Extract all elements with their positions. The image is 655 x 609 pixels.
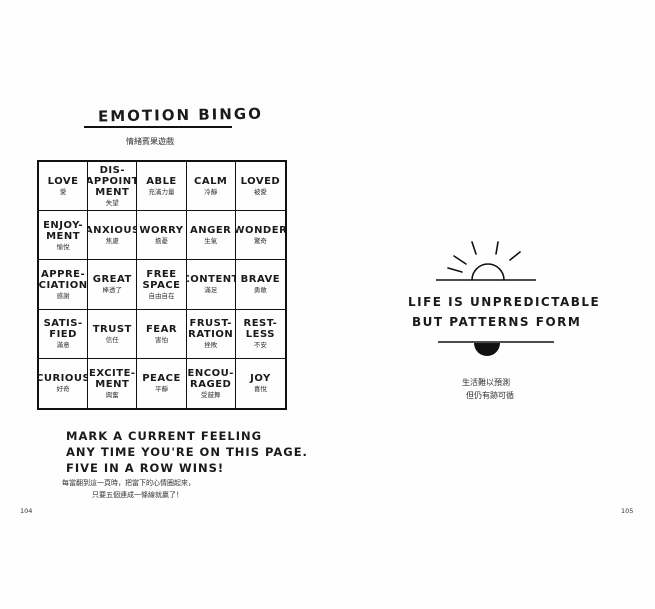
bingo-cell-emotion: ANGER (190, 225, 232, 237)
bingo-cell-emotion: BRAVE (240, 274, 281, 286)
bingo-cell-emotion: CURIOUS (39, 373, 89, 385)
bingo-cell-emotion: SATIS- FIED (43, 318, 83, 341)
bingo-cell-emotion: JOY (250, 373, 271, 385)
bingo-cell-emotion: CONTENT (187, 274, 235, 286)
bingo-cell-translation: 愉悅 (56, 242, 70, 251)
bingo-cell-translation: 信任 (105, 335, 119, 344)
bingo-cell-translation: 焦慮 (105, 237, 119, 246)
bingo-cell-translation: 勇敢 (253, 286, 267, 295)
bingo-cell-translation: 愛 (59, 188, 67, 197)
bingo-cell-emotion: FRUST- RATION (188, 318, 234, 341)
bingo-cell-emotion: REST- LESS (243, 318, 278, 341)
bingo-cell-translation: 生氣 (204, 237, 218, 246)
bingo-cell-emotion: APPRE- CIATION (39, 268, 88, 291)
page-title: EMOTION BINGO (97, 104, 264, 126)
bingo-cell-translation: 不安 (253, 341, 267, 350)
bingo-cell-emotion: DIS- APPOINT MENT (88, 165, 138, 199)
quote: LIFE IS UNPREDICTABLE BUT PATTERNS FORM (408, 292, 600, 332)
instructions-zh-line-1: 每當翻到這一頁時，把當下的心情圈起來， (62, 479, 195, 487)
bingo-cell-emotion: GREAT (92, 274, 132, 286)
title-underline (84, 126, 232, 128)
bingo-cell-emotion: ENJOY- MENT (43, 219, 84, 242)
page-number-left: 104 (20, 507, 33, 515)
quote-zh-line-1: 生活難以預測 (462, 378, 510, 387)
bingo-cell-translation: 被愛 (253, 188, 267, 197)
quote-zh-line-2: 但仍有跡可循 (466, 391, 514, 400)
page-subtitle: 情緒賓果遊戲 (126, 137, 174, 146)
bingo-cell-translation: 擔憂 (154, 237, 168, 246)
instructions: MARK A CURRENT FEELING ANY TIME YOU'RE O… (66, 428, 308, 476)
bingo-cell-emotion: ABLE (146, 176, 177, 188)
bingo-cell-emotion: WONDER (235, 225, 285, 237)
bingo-cell-emotion: FEAR (145, 323, 178, 335)
bingo-cell-emotion: TRUST (92, 323, 132, 335)
bingo-cell-translation: 害怕 (154, 335, 168, 344)
bingo-cell-translation: 感謝 (56, 291, 70, 300)
bingo-cell-translation: 充滿力量 (148, 188, 175, 197)
bingo-cell-translation: 冷靜 (204, 188, 218, 197)
bingo-cell-emotion: EXCITE- MENT (89, 367, 136, 390)
bingo-cell: CONTENT滿足 (186, 260, 236, 310)
bingo-cell-emotion: LOVE (47, 176, 79, 188)
bingo-cell-emotion: PEACE (142, 373, 181, 385)
instructions-line-2: ANY TIME YOU'RE ON THIS PAGE. (66, 445, 308, 459)
bingo-cell-translation: 受鼓舞 (200, 390, 221, 399)
rising-sun-icon (436, 241, 536, 281)
setting-sun-icon (438, 341, 554, 356)
quote-line-2: BUT PATTERNS FORM (412, 315, 582, 329)
bingo-cell-translation: 自由自在 (148, 291, 175, 300)
bingo-cell-translation: 平靜 (154, 385, 168, 394)
bingo-cell-emotion: FREE SPACE (142, 268, 181, 291)
bingo-cell-translation: 驚奇 (253, 237, 267, 246)
instructions-zh-line-2: 只要五個連成一條線就贏了！ (92, 491, 183, 499)
bingo-cell: ANXIOUS焦慮 (88, 211, 138, 261)
bingo-cell-emotion: CALM (193, 176, 228, 188)
bingo-cell-emotion: ANXIOUS (88, 225, 138, 237)
instructions-line-3: FIVE IN A ROW WINS! (66, 461, 225, 475)
bingo-cell-emotion: WORRY (139, 225, 184, 237)
bingo-cell-translation: 喜悅 (253, 385, 267, 394)
bingo-cell-translation: 挫敗 (204, 341, 218, 350)
bingo-cell-translation: 好奇 (56, 385, 70, 394)
bingo-cell-translation: 興奮 (105, 390, 119, 399)
bingo-cell-translation: 滿足 (204, 286, 218, 295)
quote-line-1: LIFE IS UNPREDICTABLE (408, 295, 601, 309)
bingo-cell-emotion: ENCOU- RAGED (187, 367, 234, 390)
bingo-cell-translation: 滿意 (56, 341, 70, 350)
bingo-cell-translation: 棒透了 (102, 286, 123, 295)
bingo-cell-emotion: LOVED (240, 176, 281, 188)
page-number-right: 105 (621, 507, 634, 515)
bingo-cell-translation: 失望 (105, 199, 119, 208)
instructions-line-1: MARK A CURRENT FEELING (66, 429, 263, 443)
